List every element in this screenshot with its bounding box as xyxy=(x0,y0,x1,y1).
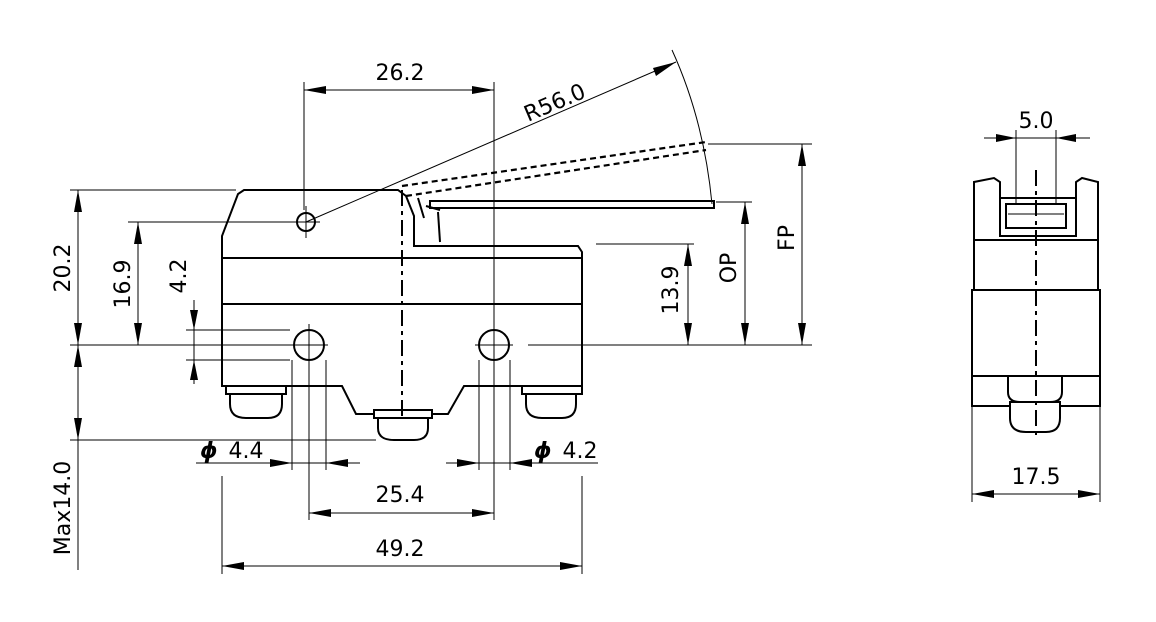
dim-dia44-value: 4.4 xyxy=(229,439,264,464)
dim-4-2-arrow-top xyxy=(190,310,198,330)
dim-5-0-arrow-right xyxy=(1056,134,1076,142)
dim-5-0-label: 5.0 xyxy=(1019,109,1054,134)
dim-radius-arrow xyxy=(653,62,676,76)
dim-26-2-arrow-right xyxy=(472,86,494,94)
dim-49-2-arrow-right xyxy=(560,562,582,570)
dim-dia42-symbol: ϕ xyxy=(534,439,552,464)
lever-free-position-line xyxy=(401,140,707,188)
lever-arm xyxy=(429,200,715,209)
dim-49-2-label: 49.2 xyxy=(376,537,425,562)
dim-20-2-arrow-bottom xyxy=(74,323,82,345)
dim-20-2-label: 20.2 xyxy=(51,244,76,293)
dim-dia44-arrow-left xyxy=(270,459,292,467)
dim-26-2-arrow-left xyxy=(304,86,326,94)
dim-13-9-label: 13.9 xyxy=(659,266,684,315)
dim-16-9-label: 16.9 xyxy=(111,260,136,309)
dim-20-2-arrow-top xyxy=(74,190,82,212)
terminal-right-plate xyxy=(521,385,583,395)
terminal-left-plate xyxy=(225,385,287,395)
dim-fp-arrow-bottom xyxy=(798,323,806,345)
dim-op-label: OP xyxy=(717,253,742,284)
dim-26-2-label: 26.2 xyxy=(376,61,425,86)
dim-25-4-label: 25.4 xyxy=(376,483,425,508)
dim-op-arrow-top xyxy=(741,202,749,224)
dim-dia42-value: 4.2 xyxy=(563,439,598,464)
dim-dia44-symbol: ϕ xyxy=(200,439,218,464)
dim-13-9-arrow-top xyxy=(684,244,692,266)
side-roller-frame xyxy=(999,197,1077,237)
dim-5-0-arrow-left xyxy=(996,134,1016,142)
dim-fp-label: FP xyxy=(775,225,800,251)
dim-max14-label: Max14.0 xyxy=(51,461,76,555)
dim-17-5-arrow-right xyxy=(1078,490,1100,498)
dim-17-5-arrow-left xyxy=(972,490,994,498)
dim-radius-line xyxy=(305,61,677,223)
dim-max14-arrow-bottom xyxy=(74,418,82,440)
dim-dia42-label: ϕ 4.2 xyxy=(534,439,598,464)
dim-4-2-label: 4.2 xyxy=(167,259,192,294)
lever-arc xyxy=(671,49,713,205)
dim-16-9-arrow-top xyxy=(134,222,142,244)
dim-25-4-arrow-right xyxy=(472,509,494,517)
lever-free-position-line-2 xyxy=(405,148,707,198)
dim-25-4-arrow-left xyxy=(309,509,331,517)
front-view: 26.2 R56.0 20.2 16.9 4.2 Max14.0 xyxy=(51,49,812,574)
dim-dia44-arrow-right xyxy=(326,459,348,467)
side-view: 5.0 17.5 xyxy=(971,109,1101,502)
dim-dia42-arrow-right xyxy=(510,459,532,467)
dim-49-2-arrow-left xyxy=(222,562,244,570)
dim-16-9-arrow-bottom xyxy=(134,323,142,345)
dim-op-arrow-bottom xyxy=(741,323,749,345)
dim-fp-arrow-top xyxy=(798,144,806,166)
dim-13-9-arrow-bottom xyxy=(684,323,692,345)
terminal-center xyxy=(377,413,429,441)
dim-dia42-arrow-left xyxy=(457,459,479,467)
dim-4-2-arrow-bottom xyxy=(190,360,198,380)
dim-17-5-label: 17.5 xyxy=(1012,465,1061,490)
lever-hinge xyxy=(417,197,441,243)
dim-radius-label: R56.0 xyxy=(521,79,590,127)
dim-dia44-label: ϕ 4.4 xyxy=(200,439,264,464)
dim-max14-arrow-top xyxy=(74,345,82,367)
